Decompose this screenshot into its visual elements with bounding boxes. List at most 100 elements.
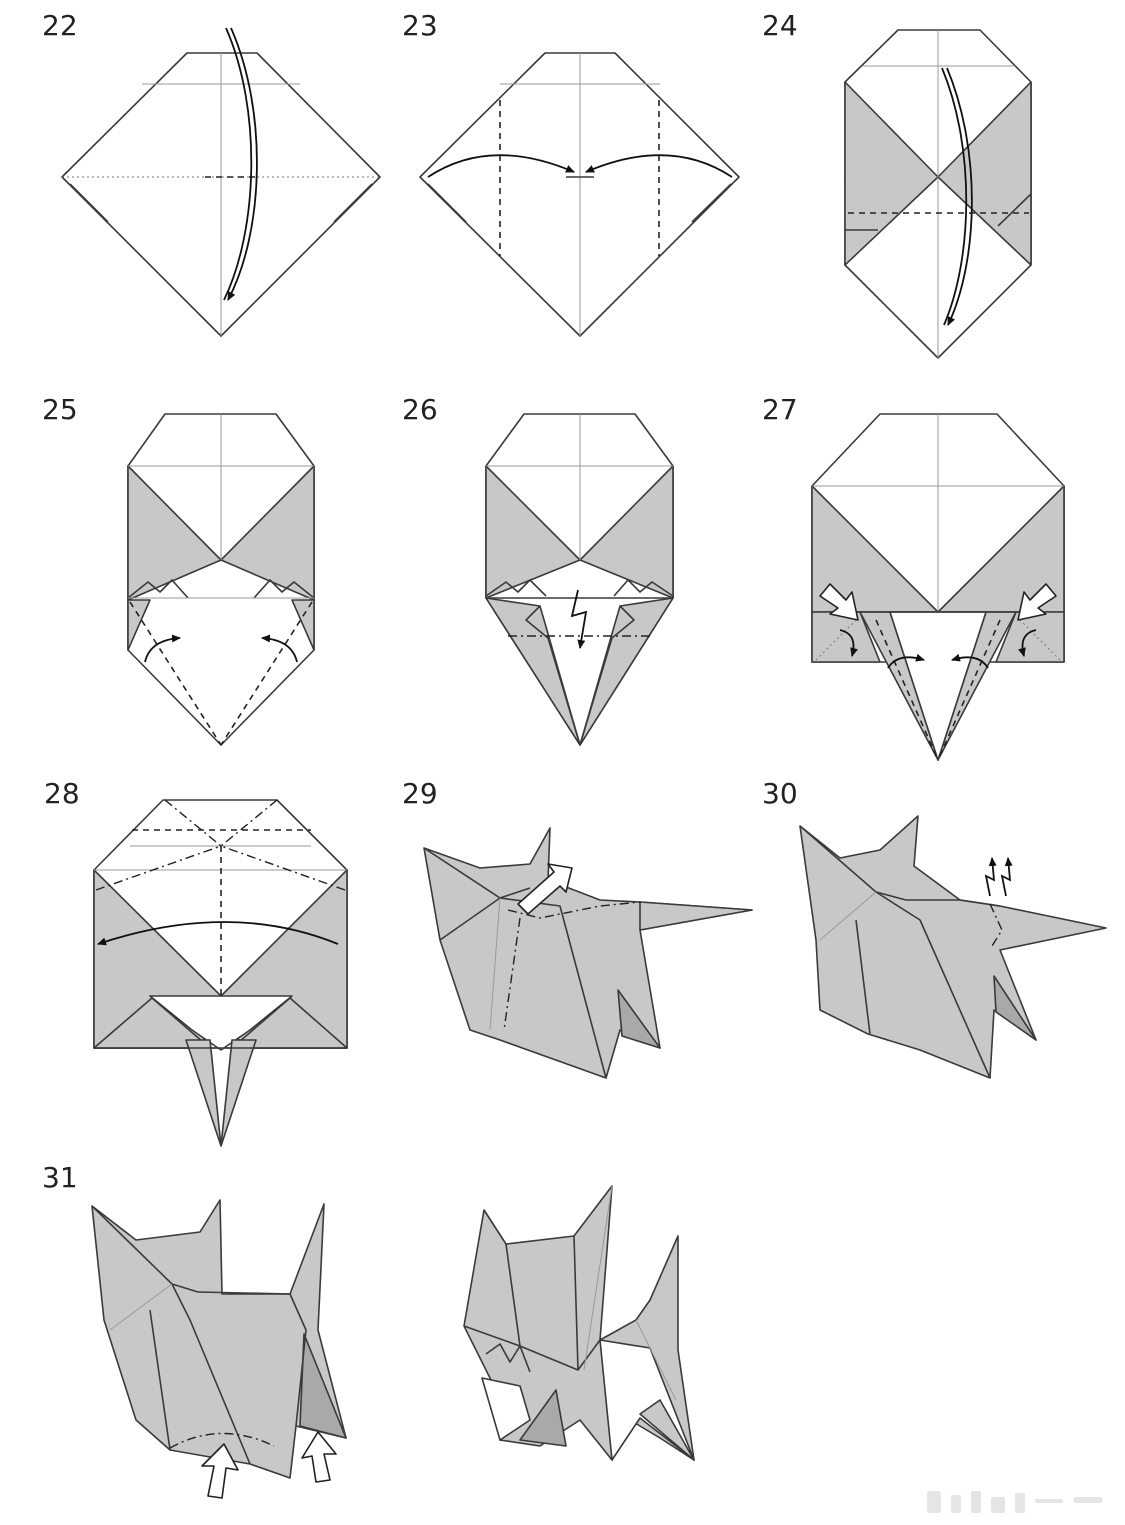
step-30-pleat-arrow: [984, 857, 997, 897]
step-22-paper: [61, 52, 381, 337]
step-22-layer-edge: [333, 183, 373, 223]
step-26-shaded-flap: [579, 465, 674, 599]
step-29-push-arrow: [517, 863, 573, 915]
step-number-29: 29: [402, 777, 438, 810]
step-number-22: 22: [42, 9, 78, 42]
step-23-fold-arrow-left: [427, 154, 575, 178]
step-number-24: 24: [762, 9, 798, 42]
step-31-crease: [109, 1283, 173, 1331]
step-25-small-flaps: [127, 579, 189, 599]
step-23-fold-arrow-right: [585, 154, 733, 178]
step-number-27: 27: [762, 393, 798, 426]
step-31-back-edge: [197, 1291, 307, 1427]
step-30-leg-shadow: [993, 975, 1037, 1041]
step-28-mountain-fold: [220, 845, 346, 891]
step-24-layer-edge: [997, 193, 1032, 227]
finished-cat-muzzle: [481, 1377, 531, 1441]
finished-cat-nose: [485, 1343, 531, 1373]
finished-cat-head-edge: [483, 1209, 521, 1347]
step-26-shaded-flap: [485, 465, 581, 599]
finished-cat-hind-leg: [639, 1399, 695, 1461]
step-27-diagram: [811, 413, 1065, 761]
step-30-pleat-arrow: [1000, 857, 1013, 897]
step-31-mountain-fold: [169, 1432, 275, 1449]
step-number-25: 25: [42, 393, 78, 426]
finished-cat-back-crease: [635, 1319, 677, 1401]
step-number-30: 30: [762, 777, 798, 810]
step-25-diagram: [127, 413, 315, 746]
step-29-mountain-fold: [507, 901, 641, 919]
step-31-body: [91, 1199, 347, 1479]
step-30-crease: [819, 891, 877, 941]
step-28-point: [185, 1039, 222, 1147]
step-25-small-flaps: [253, 579, 315, 599]
finished-cat-head-edge: [573, 1235, 579, 1371]
step-27-fold-arrow: [951, 653, 989, 669]
step-26-small-flaps: [485, 579, 547, 597]
step-number-23: 23: [402, 9, 438, 42]
watermark-icon: [927, 1491, 1103, 1513]
step-28-diagram: [93, 799, 348, 1147]
step-31-push-arrow-right: [301, 1431, 337, 1483]
step-28-mountain-fold: [95, 845, 222, 891]
step-29-tail: [639, 901, 753, 931]
finished-cat-jaw: [463, 1325, 601, 1371]
step-27-push-arrow-right: [1017, 583, 1057, 621]
step-25-fold-arrow-left: [144, 634, 181, 663]
step-27-push-arrow-left: [819, 583, 859, 621]
finished-cat-chest-shadow: [519, 1389, 567, 1447]
step-28-mountain-fold: [220, 799, 278, 847]
step-29-leg-shadow: [617, 989, 661, 1049]
step-31-face-edge: [149, 1309, 171, 1451]
step-22-fold-arrow: [227, 27, 258, 301]
step-26-flap-edge: [579, 605, 635, 746]
step-27-valley-fold: [875, 619, 939, 761]
step-27-fold-arrow: [887, 653, 925, 669]
step-30-face-edge: [855, 919, 871, 1035]
step-24-fold-arrow: [941, 67, 968, 326]
step-23-layer-edge: [427, 183, 467, 223]
step-31-push-arrow-left: [201, 1443, 239, 1499]
step-27-valley-fold: [937, 619, 1001, 761]
step-31-diagram: [91, 1199, 347, 1499]
step-30-mountain-fold: [989, 903, 1003, 947]
step-30-body-edge: [875, 891, 991, 1079]
step-25-shaded-flap: [220, 465, 315, 601]
step-29-diagram: [423, 827, 753, 1079]
step-29-crease: [489, 897, 501, 1031]
step-22-fold-arrow: [223, 27, 253, 301]
step-23-diagram: [419, 52, 740, 337]
step-25-shaded-flap: [127, 465, 222, 601]
step-23-layer-edge: [691, 183, 732, 223]
step-26-small-flaps: [613, 579, 674, 597]
step-26-diagram: [485, 413, 674, 746]
step-30-diagram: [799, 815, 1107, 1079]
step-27-fold-arrow: [1018, 629, 1037, 657]
step-25-shaded-flap: [127, 599, 151, 651]
step-29-body-edge: [499, 897, 607, 1079]
step-24-diagram: [844, 29, 1032, 359]
finished-cat-ear-crease: [583, 1185, 613, 1371]
step-number-28: 28: [44, 777, 80, 810]
step-28-mountain-fold: [164, 799, 222, 847]
step-28-fold-arrow: [97, 921, 339, 946]
step-25-fold-arrow-right: [261, 634, 298, 663]
step-28-point: [220, 1039, 257, 1147]
step-23-paper: [419, 52, 740, 337]
step-29-body: [423, 827, 753, 1079]
finished-cat-diagram: [463, 1185, 695, 1461]
step-26-pleat-arrow: [570, 589, 588, 649]
step-31-leg-shadow: [299, 1333, 347, 1439]
step-27-fold-arrow: [839, 629, 858, 657]
step-24-shaded-flap: [844, 81, 939, 266]
step-29-face-edge: [439, 897, 501, 941]
step-24-fold-arrow: [946, 67, 973, 326]
step-22-layer-edge: [69, 183, 109, 223]
step-30-body: [799, 815, 1107, 1079]
step-24-shaded-flap: [937, 81, 1032, 266]
step-number-26: 26: [402, 393, 438, 426]
step-30-back-edge: [906, 899, 1001, 907]
step-25-shaded-flap: [291, 599, 315, 651]
step-22-diagram: [61, 27, 381, 337]
